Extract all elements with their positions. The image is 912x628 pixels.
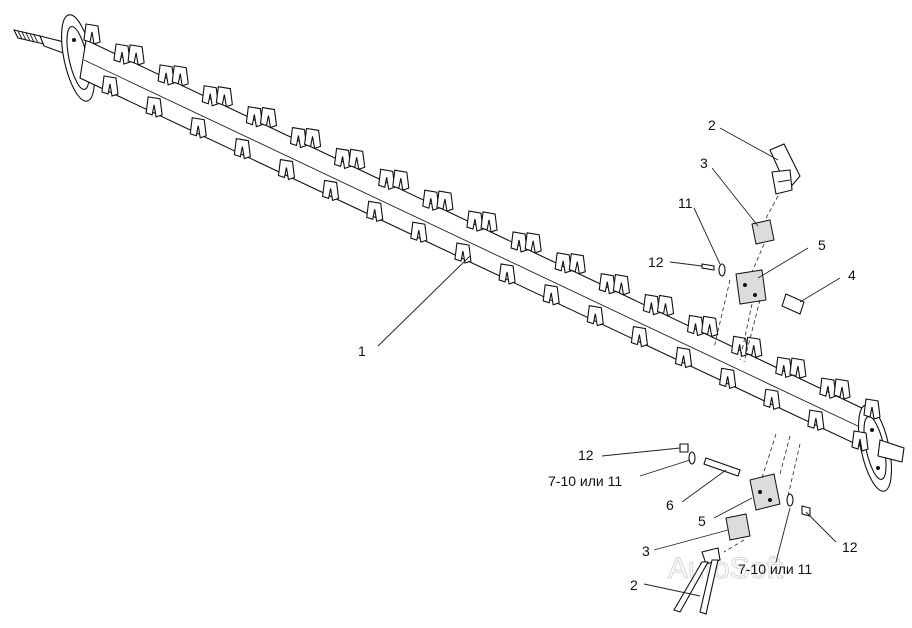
tine-holder-front [201,85,219,107]
tine-holder-front [289,126,308,149]
pin-4 [781,293,805,315]
tine-holder-bottom [851,430,869,452]
tine-holder-front [245,106,263,128]
tine-holder-front [598,273,616,295]
tine-upper [769,143,801,195]
tine-holder-top [789,357,807,379]
callout-2-lower: 2 [630,577,638,593]
tine-holder-bottom [454,242,472,264]
tine-holder-bottom [498,263,516,285]
shaft-stub-right [877,439,905,463]
tine-holder-bottom [321,179,340,202]
tine-holder-front [775,356,793,378]
tine-holder-top [524,232,542,254]
lower-tine-assembly [673,433,811,615]
tine-holder-bottom [630,325,649,348]
tine-holder-bottom [586,305,604,327]
leader-lines [377,127,841,597]
tine-holder-front [113,43,131,65]
tine-holder-top [259,106,278,129]
callout-3-upper: 3 [700,155,708,171]
tine-holder-top [127,44,145,66]
tine-holder-front [157,64,175,86]
callout-11: 11 [678,195,693,211]
bolt-upper [701,263,715,271]
tine-holder-top [436,190,454,212]
tine-holder-top [833,378,851,400]
tine-holder-top [656,294,675,317]
tine-holder-front [642,293,661,316]
tine-holder-top [348,148,366,171]
tine-holder-top [480,211,498,233]
callout-12-lower-right: 12 [842,539,858,555]
tine-holder-top [215,86,233,108]
tine-holder-bottom [189,117,207,139]
washer-lower-right [786,493,794,507]
callout-5-upper: 5 [818,237,826,253]
tine-holder-bottom [410,221,428,243]
callout-labels: 1 2 3 11 5 12 4 12 7-10 или 11 6 5 3 2 7… [358,117,858,593]
callout-12-lower-left: 12 [578,447,594,463]
tine-holder-front [422,189,440,211]
callout-4: 4 [848,267,856,283]
tine-holder-top [171,65,189,87]
tine-holder-top [701,315,719,338]
callout-7-10-or-11-left: 7-10 или 11 [548,473,622,489]
tine-holder-bottom [277,158,296,181]
tine-holder-bottom [101,75,119,97]
washer-lower-left [688,451,696,465]
tine-holders [83,23,881,452]
tine-holder-front [686,314,705,337]
tine-holder-bottom [674,346,693,369]
tine-holder-front [554,252,572,274]
watermark: AutoSoft [668,552,784,585]
tine-holder-bottom [763,388,781,410]
tine-holder-bottom [233,138,251,160]
tine-holder-top [392,169,410,191]
callout-3-lower: 3 [642,543,650,559]
sleeve-upper [751,219,775,245]
tine-holder-bottom [542,284,560,306]
holder-lower [749,473,781,511]
tine-holder-top [612,273,631,296]
callout-12-upper: 12 [648,254,664,270]
tine-lower [673,547,721,615]
tine-holder-top [745,336,763,358]
pin-6 [703,457,741,477]
tine-holder-bottom [807,409,825,431]
tine-holder-front [333,147,352,170]
callout-1: 1 [358,343,366,359]
tine-holder-front [466,210,484,232]
callout-6: 6 [666,497,674,513]
tine-holder-bottom [366,200,384,223]
holder-upper [735,269,767,305]
tine-holder-bottom [145,96,163,118]
tine-holder-bottom [719,367,737,390]
washer-upper [718,263,726,277]
callout-2-upper: 2 [708,117,716,133]
tine-holder-front [510,231,528,253]
callout-5-lower: 5 [698,513,706,529]
tine-holder-top [568,253,586,275]
shaft-tube [79,39,867,447]
tine-holder-top [303,127,322,150]
tine-holder-front [863,398,881,420]
shaft-spline-end [12,29,46,45]
callout-7-10-or-11-right: 7-10 или 11 [738,561,812,577]
tine-holder-front [378,168,396,191]
sleeve-lower [725,513,751,541]
tine-holder-front [819,377,837,399]
upper-tine-assembly [701,143,805,363]
tine-holder-top [83,23,101,45]
bolt-lower-left [679,443,689,453]
